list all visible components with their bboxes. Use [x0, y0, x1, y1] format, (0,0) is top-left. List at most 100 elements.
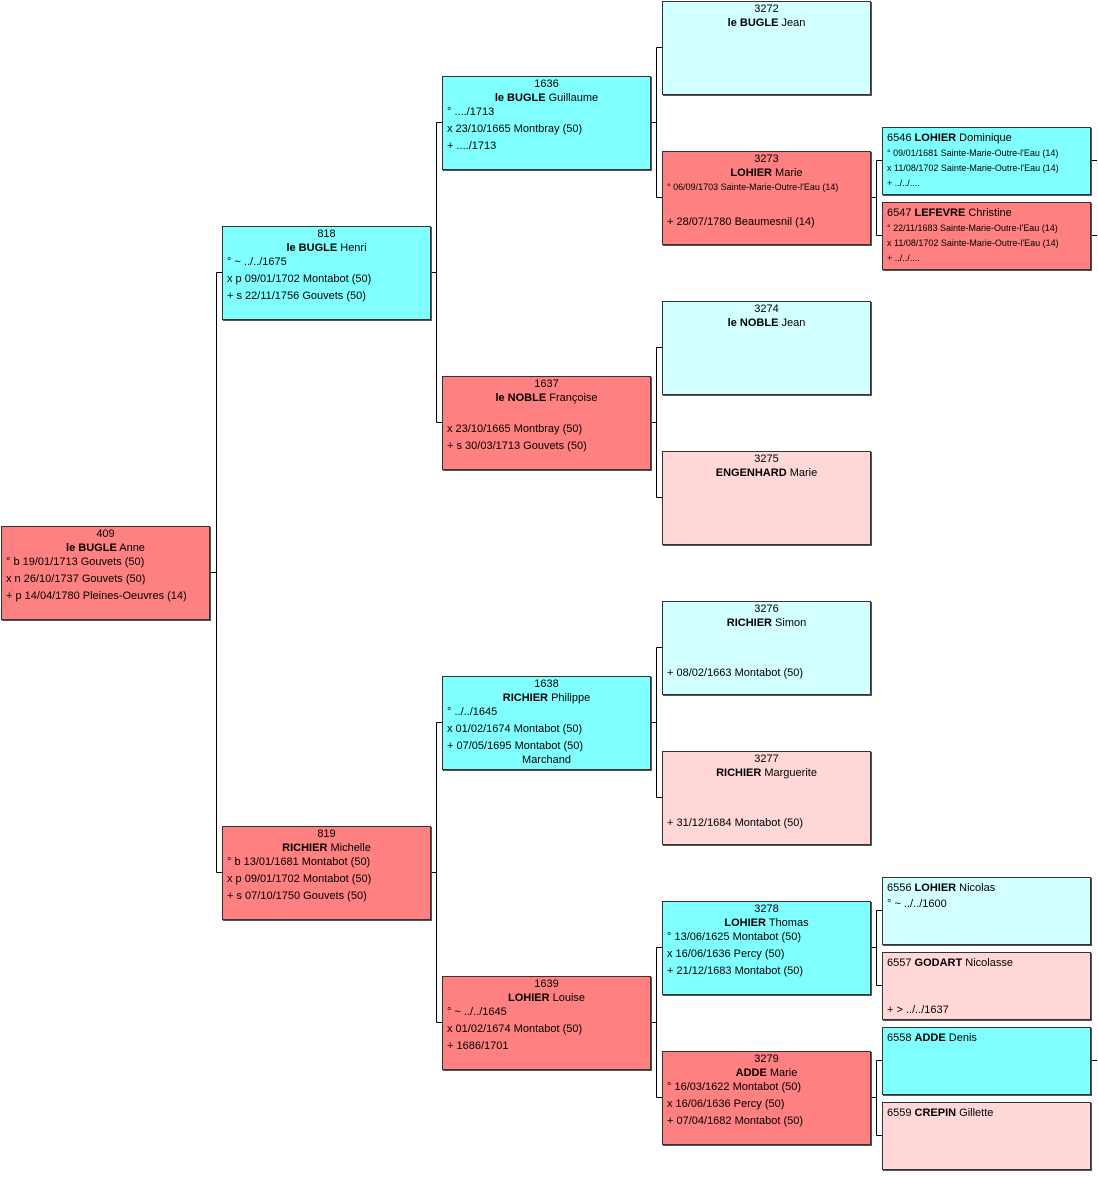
- given-name: Marie: [769, 1067, 798, 1079]
- sosa-number: 6556: [887, 882, 912, 894]
- marriage-event: x 16/06/1636 Percy (50): [667, 948, 785, 960]
- death-event: + ../../....: [887, 178, 920, 188]
- person-box-3272[interactable]: 3272 le BUGLE Jean: [662, 1, 871, 95]
- birth-event: ° ../../1645: [447, 706, 498, 718]
- person-box-6547[interactable]: 6547 LEFEVRE Christine ° 22/11/1683 Sain…: [882, 202, 1091, 270]
- marriage-event: x 01/02/1674 Montabot (50): [447, 1023, 583, 1035]
- sosa-number: 409: [96, 528, 115, 540]
- person-box-3275[interactable]: 3275 ENGENHARD Marie: [662, 451, 871, 545]
- death-event: + 08/02/1663 Montabot (50): [667, 667, 804, 679]
- person-box-3278[interactable]: 3278 LOHIER Thomas ° 13/06/1625 Montabot…: [662, 901, 871, 995]
- sosa-number: 6558: [887, 1032, 912, 1044]
- surname: LOHIER: [507, 992, 550, 1004]
- person-box-3273[interactable]: 3273 LOHIER Marie ° 06/09/1703 Sainte-Ma…: [662, 151, 871, 245]
- marriage-event: x 23/10/1665 Montbray (50): [447, 423, 583, 435]
- given-name: Simon: [775, 617, 807, 629]
- sosa-number: 6546: [887, 132, 912, 144]
- given-name: Jean: [781, 17, 806, 29]
- person-name: 6556 LOHIER Nicolas: [887, 880, 1086, 896]
- death-event: + p 14/04/1780 Pleines-Oeuvres (14): [6, 590, 187, 602]
- person-box-1636[interactable]: 1636 le BUGLE Guillaume ° ..../1713 x 23…: [442, 76, 651, 170]
- given-name: Michelle: [330, 842, 371, 854]
- death-event: + 07/05/1695 Montabot (50): [447, 740, 584, 752]
- sosa-number: 1639: [534, 978, 559, 990]
- person-name: le NOBLE Jean: [667, 316, 866, 330]
- person-name: 6558 ADDE Denis: [887, 1030, 1086, 1046]
- death-event: + ../../....: [887, 253, 920, 263]
- connector-819: [430, 722, 442, 1023]
- surname: le BUGLE: [66, 542, 117, 554]
- marriage-event: x 16/06/1636 Percy (50): [667, 1098, 785, 1110]
- marriage-event: x p 09/01/1702 Montabot (50): [227, 873, 372, 885]
- marriage-event: x 11/08/1702 Sainte-Marie-Outre-l'Eau (1…: [887, 163, 1059, 173]
- person-box-6558[interactable]: 6558 ADDE Denis: [882, 1027, 1091, 1095]
- person-box-3276[interactable]: 3276 RICHIER Simon + 08/02/1663 Montabot…: [662, 601, 871, 695]
- birth-event: ° 06/09/1703 Sainte-Marie-Outre-l'Eau (1…: [667, 182, 839, 192]
- given-name: Marguerite: [764, 767, 817, 779]
- surname: RICHIER: [716, 767, 762, 779]
- surname: LOHIER: [914, 882, 957, 894]
- person-name: RICHIER Michelle: [227, 841, 426, 855]
- person-box-3277[interactable]: 3277 RICHIER Marguerite + 31/12/1684 Mon…: [662, 751, 871, 845]
- person-name: le BUGLE Anne: [6, 541, 205, 555]
- sosa-number: 3279: [754, 1053, 779, 1065]
- person-box-6546[interactable]: 6546 LOHIER Dominique ° 09/01/1681 Saint…: [882, 127, 1091, 195]
- given-name: Denis: [948, 1032, 977, 1044]
- given-name: Marie: [789, 467, 818, 479]
- given-name: Nicolas: [959, 882, 996, 894]
- person-box-3274[interactable]: 3274 le NOBLE Jean: [662, 301, 871, 395]
- given-name: Philippe: [551, 692, 591, 704]
- person-box-1637[interactable]: 1637 le NOBLE Françoise x 23/10/1665 Mon…: [442, 376, 651, 470]
- person-box-409[interactable]: 409 le BUGLE Anne ° b 19/01/1713 Gouvets…: [1, 526, 210, 620]
- person-box-6557[interactable]: 6557 GODART Nicolasse + > ../../1637: [882, 952, 1091, 1020]
- surname: le NOBLE: [495, 392, 547, 404]
- death-event: + 1686/1701: [447, 1040, 509, 1052]
- surname: LOHIER: [914, 132, 957, 144]
- given-name: Françoise: [549, 392, 598, 404]
- person-box-3279[interactable]: 3279 ADDE Marie ° 16/03/1622 Montabot (5…: [662, 1051, 871, 1145]
- given-name: Guillaume: [548, 92, 599, 104]
- death-event: + s 07/10/1750 Gouvets (50): [227, 890, 367, 902]
- person-name: LOHIER Thomas: [667, 916, 866, 930]
- surname: LEFEVRE: [914, 207, 966, 219]
- sosa-number: 1637: [534, 378, 559, 390]
- given-name: Dominique: [959, 132, 1012, 144]
- death-event: + 31/12/1684 Montabot (50): [667, 817, 804, 829]
- occupation: Marchand: [522, 754, 571, 766]
- connector-1636: [650, 47, 662, 198]
- surname: le BUGLE: [494, 92, 546, 104]
- surname: ADDE: [735, 1067, 767, 1079]
- continuation-stub: [1090, 160, 1097, 1061]
- surname: LOHIER: [724, 917, 766, 929]
- birth-event: ° 22/11/1683 Sainte-Marie-Outre-l'Eau (1…: [887, 223, 1058, 233]
- person-box-819[interactable]: 819 RICHIER Michelle ° b 13/01/1681 Mont…: [222, 826, 431, 920]
- connector-3278: [870, 910, 882, 986]
- person-name: 6547 LEFEVRE Christine: [887, 205, 1086, 221]
- sosa-number: 3276: [754, 603, 779, 615]
- person-box-6556[interactable]: 6556 LOHIER Nicolas ° ~ ../../1600: [882, 877, 1091, 945]
- person-box-6559[interactable]: 6559 CREPIN Gillette: [882, 1102, 1091, 1170]
- birth-event: ° 16/03/1622 Montabot (50): [667, 1081, 802, 1093]
- person-name: 6557 GODART Nicolasse: [887, 955, 1086, 971]
- sosa-number: 819: [317, 828, 336, 840]
- person-name: le BUGLE Henri: [227, 241, 426, 255]
- surname: LOHIER: [730, 167, 772, 179]
- person-name: le NOBLE Françoise: [447, 391, 646, 405]
- surname: CREPIN: [914, 1107, 957, 1119]
- given-name: Henri: [340, 242, 367, 254]
- marriage-event: x n 26/10/1737 Gouvets (50): [6, 573, 146, 585]
- marriage-event: x 01/02/1674 Montabot (50): [447, 723, 583, 735]
- person-box-1639[interactable]: 1639 LOHIER Louise ° ~ ../../1645 x 01/0…: [442, 976, 651, 1070]
- death-event: + ..../1713: [447, 140, 497, 152]
- death-event: + > ../../1637: [887, 1004, 949, 1016]
- given-name: Louise: [552, 992, 586, 1004]
- death-event: + 21/12/1683 Montabot (50): [667, 965, 804, 977]
- surname: RICHIER: [502, 692, 549, 704]
- person-name: RICHIER Philippe: [447, 691, 646, 705]
- person-box-818[interactable]: 818 le BUGLE Henri ° ~ ../../1675 x p 09…: [222, 226, 431, 320]
- person-box-1638[interactable]: 1638 RICHIER Philippe ° ../../1645 x 01/…: [442, 676, 651, 770]
- surname: GODART: [914, 957, 963, 969]
- marriage-event: x 11/08/1702 Sainte-Marie-Outre-l'Eau (1…: [887, 238, 1059, 248]
- given-name: Christine: [968, 207, 1012, 219]
- connector-3279: [870, 1060, 882, 1136]
